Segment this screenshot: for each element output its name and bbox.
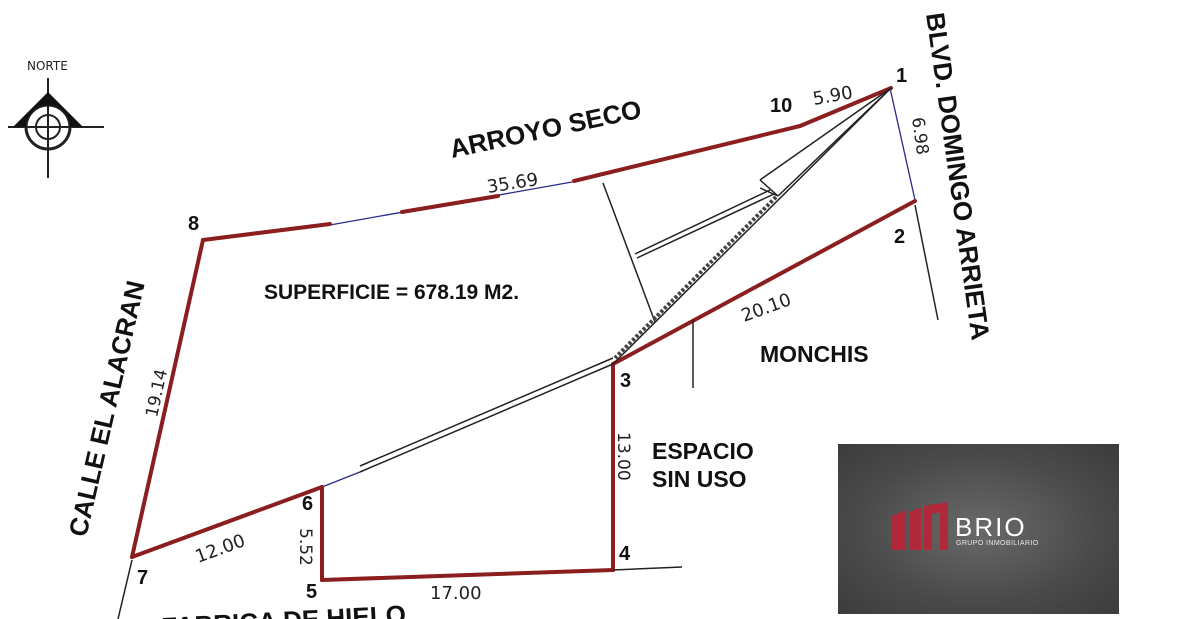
unused-label-line2: SIN USO <box>652 466 747 492</box>
dim-5-6: 5.52 <box>295 528 315 566</box>
unused-label-line1: ESPACIO <box>652 438 754 464</box>
neighbor-label: MONCHIS <box>760 341 869 367</box>
vertex-6: 6 <box>302 493 313 515</box>
dim-1-2: 6.98 <box>907 116 932 156</box>
brio-logo-mark-icon <box>892 502 948 550</box>
street-east: BLVD. DOMINGO ARRIETA <box>920 11 996 342</box>
street-south: FABRICA DE HIELO <box>161 599 407 619</box>
dim-6-7: 12.00 <box>193 530 249 567</box>
dim-north: 35.69 <box>485 169 539 198</box>
lot-boundary <box>130 86 917 582</box>
vertex-10: 10 <box>770 95 792 117</box>
vertex-3: 3 <box>620 370 631 392</box>
dim-2-3: 20.10 <box>739 289 795 326</box>
area-label: SUPERFICIE = 678.19 M2. <box>264 281 519 304</box>
street-west: CALLE EL ALACRAN <box>63 278 151 539</box>
vertex-2: 2 <box>894 226 905 248</box>
vertex-1: 1 <box>896 65 907 87</box>
dim-3-4: 13.00 <box>613 432 633 481</box>
vertex-8: 8 <box>188 213 199 235</box>
dim-4-5: 17.00 <box>430 583 482 604</box>
north-arrow-icon <box>8 78 104 178</box>
vertex-7: 7 <box>137 567 148 589</box>
logo-name: BRIO <box>955 512 1027 542</box>
logo-tagline: GRUPO INMOBILIARIO <box>956 540 1039 547</box>
dashed-line <box>613 195 778 360</box>
street-north: ARROYO SECO <box>447 94 644 164</box>
vertex-4: 4 <box>619 543 631 565</box>
interior-lines <box>117 87 939 619</box>
vertex-5: 5 <box>306 581 317 603</box>
brio-logo <box>838 444 1119 614</box>
compass-label: NORTE <box>27 59 68 73</box>
